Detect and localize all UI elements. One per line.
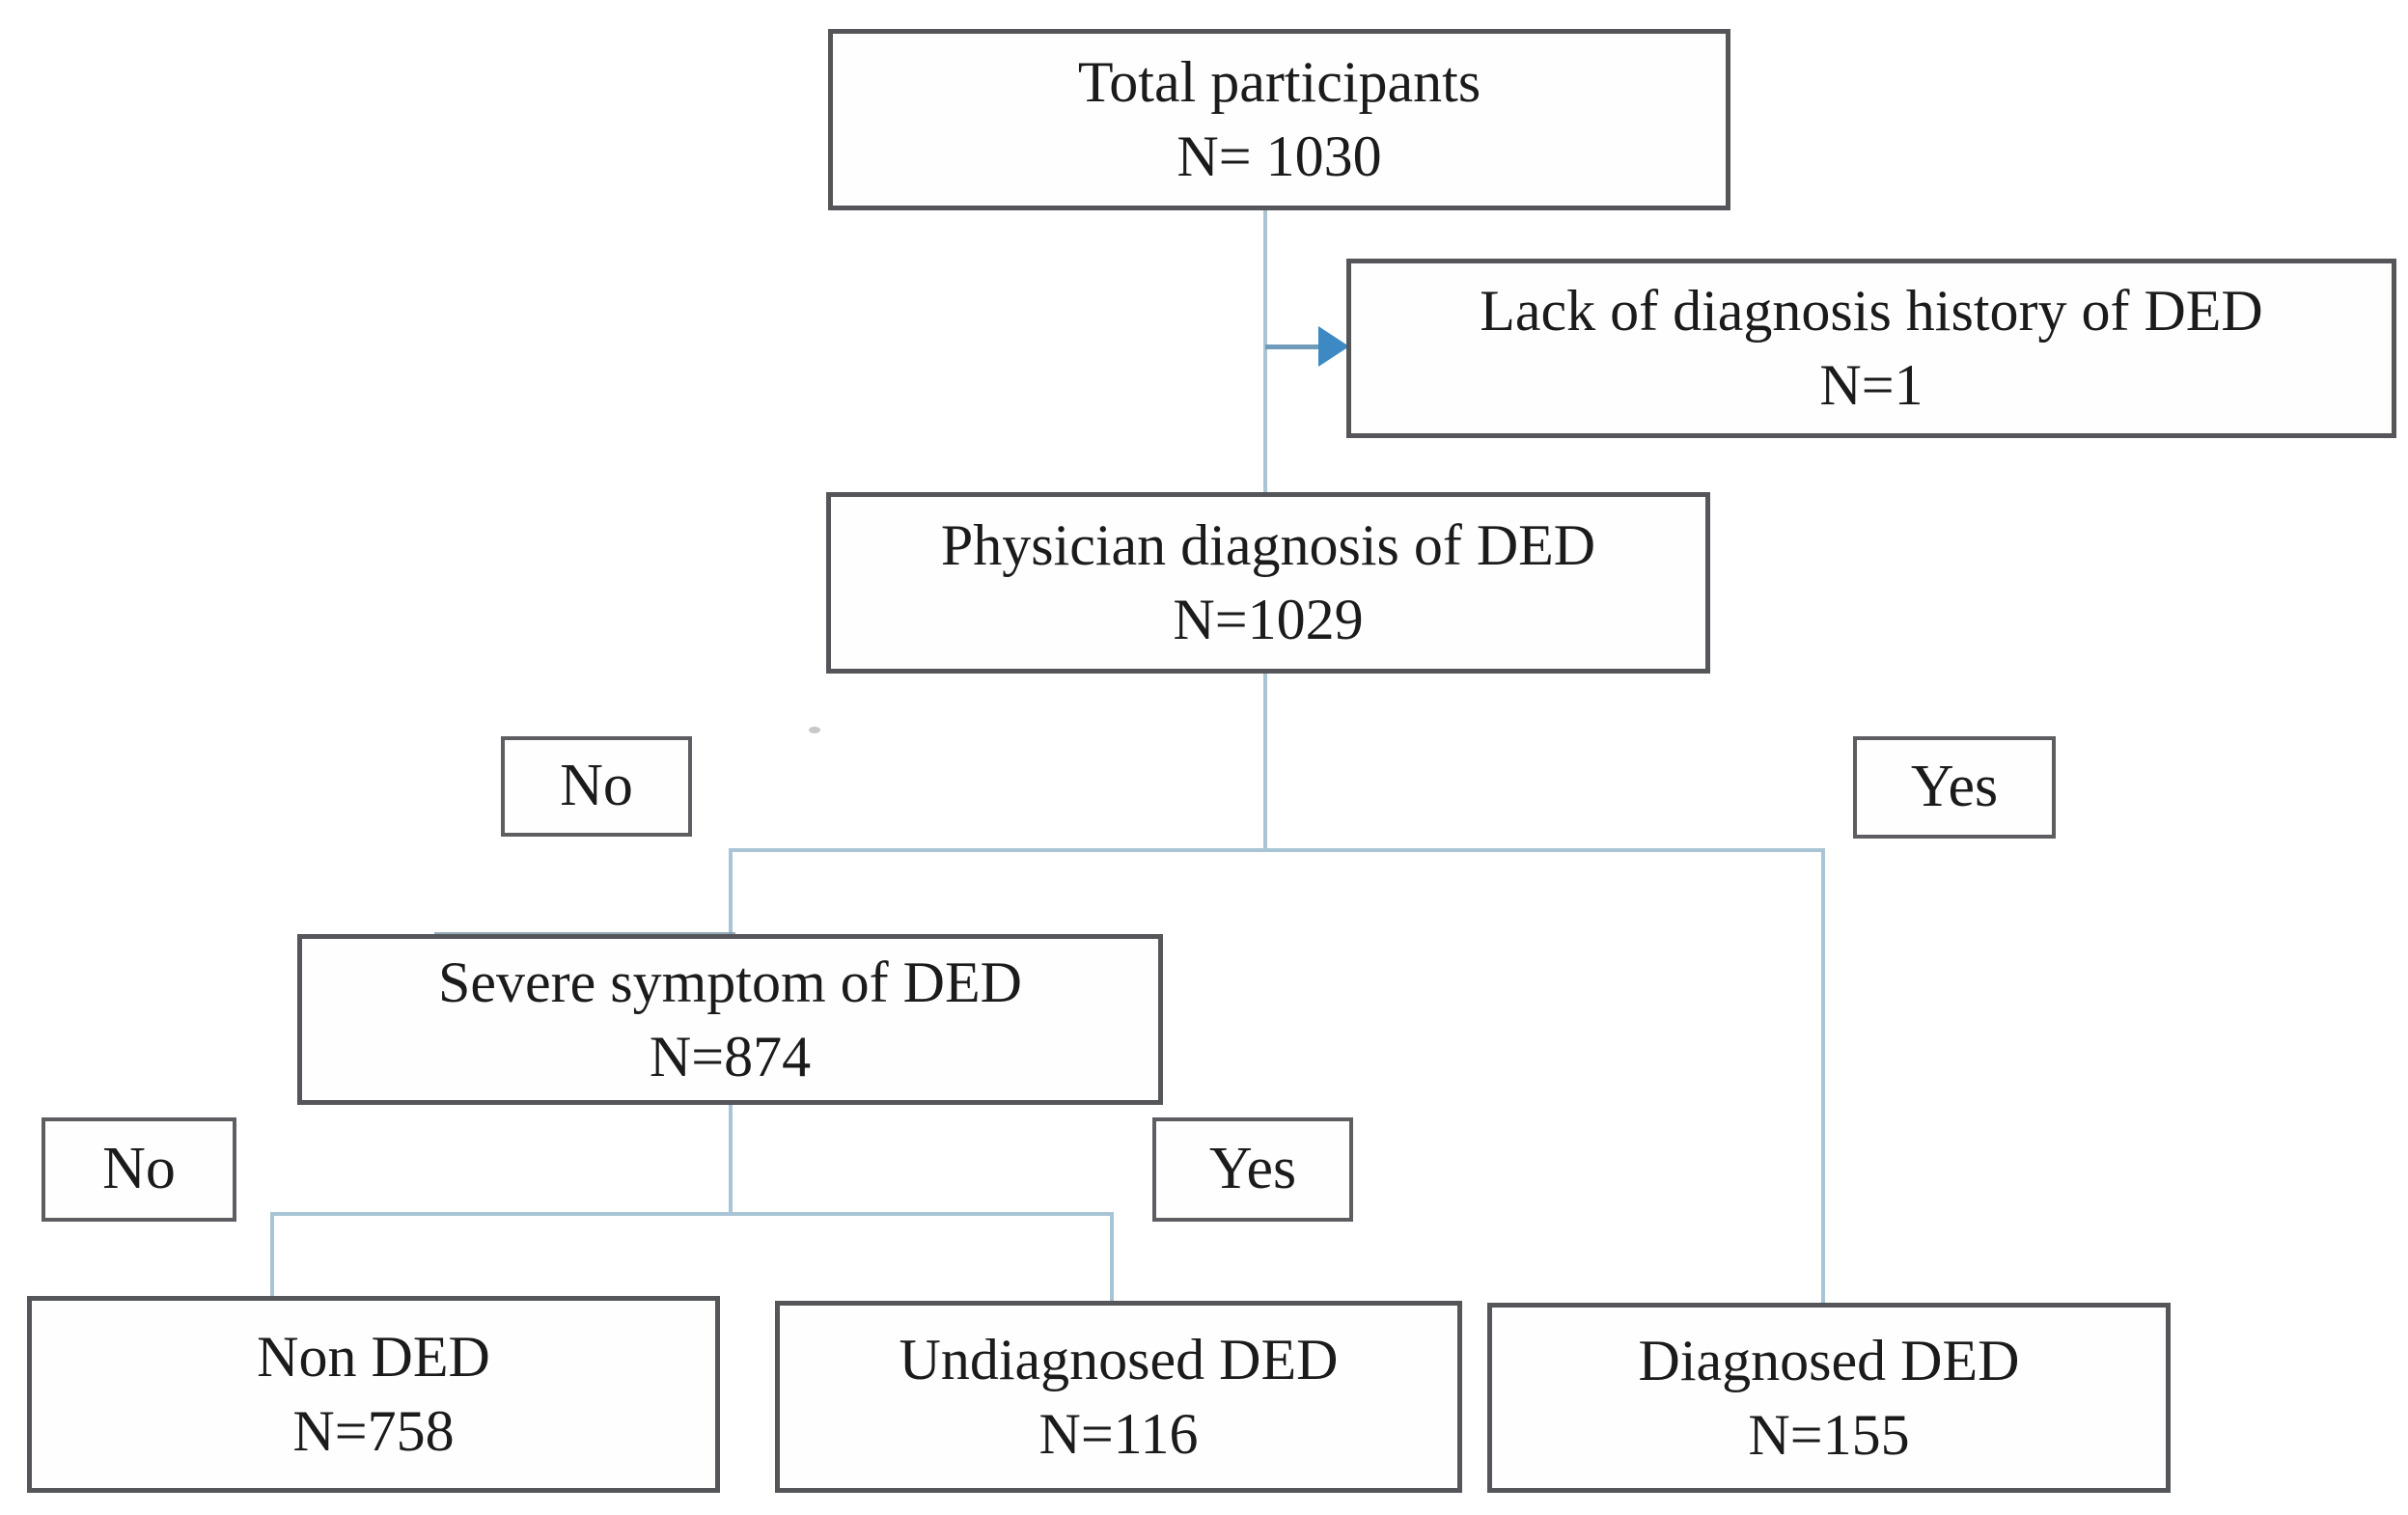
scan-artifact-speck — [809, 727, 820, 733]
node-undiagnosed-ded-count: N=116 — [1038, 1401, 1199, 1466]
connector-branch-horizontal-2 — [270, 1212, 1114, 1216]
node-non-ded-count: N=758 — [292, 1399, 455, 1463]
connector-no-to-severe — [729, 850, 733, 936]
node-diagnosed-ded-label: Diagnosed DED — [1638, 1328, 2020, 1392]
branch-label-no-1-text: No — [560, 753, 633, 819]
connector-yes-to-undiagnosed — [1110, 1214, 1114, 1303]
branch-label-no-1: No — [501, 736, 692, 837]
connector-yes-to-diagnosed — [1821, 850, 1825, 1305]
node-total-participants-label: Total participants — [1077, 50, 1481, 115]
connector-severe-down — [729, 1103, 733, 1216]
node-total-participants: Total participants N= 1030 — [828, 29, 1730, 210]
node-lack-of-diagnosis-history-label: Lack of diagnosis history of DED — [1480, 279, 2263, 344]
connector-exclusion-stem — [1265, 344, 1323, 349]
node-severe-symptom-count: N=874 — [649, 1024, 812, 1088]
branch-label-no-2: No — [42, 1117, 236, 1222]
connector-no-to-nonded — [270, 1214, 274, 1298]
branch-label-yes-2-text: Yes — [1208, 1136, 1297, 1202]
node-undiagnosed-ded: Undiagnosed DED N=116 — [775, 1301, 1462, 1493]
node-severe-symptom-label: Severe symptom of DED — [438, 950, 1022, 1014]
node-physician-diagnosis-label: Physician diagnosis of DED — [940, 513, 1596, 578]
node-total-participants-count: N= 1030 — [1176, 124, 1382, 188]
node-physician-diagnosis: Physician diagnosis of DED N=1029 — [826, 492, 1710, 674]
branch-label-yes-1-text: Yes — [1910, 754, 1999, 820]
branch-label-yes-1: Yes — [1853, 736, 2056, 839]
connector-physician-down — [1263, 672, 1267, 852]
branch-label-yes-2: Yes — [1152, 1117, 1353, 1222]
node-diagnosed-ded: Diagnosed DED N=155 — [1487, 1303, 2171, 1493]
branch-label-no-2-text: No — [102, 1136, 176, 1202]
connector-total-to-physician — [1263, 207, 1267, 494]
node-physician-diagnosis-count: N=1029 — [1173, 588, 1364, 651]
node-lack-of-diagnosis-history-count: N=1 — [1819, 353, 1924, 417]
node-lack-of-diagnosis-history: Lack of diagnosis history of DED N=1 — [1346, 259, 2396, 438]
arrow-right-icon — [1318, 326, 1349, 367]
connector-branch-horizontal-1 — [729, 848, 1825, 852]
node-undiagnosed-ded-label: Undiagnosed DED — [899, 1327, 1339, 1391]
node-non-ded-label: Non DED — [257, 1325, 490, 1390]
node-diagnosed-ded-count: N=155 — [1748, 1402, 1910, 1467]
node-non-ded: Non DED N=758 — [27, 1296, 720, 1493]
node-severe-symptom: Severe symptom of DED N=874 — [297, 934, 1163, 1105]
